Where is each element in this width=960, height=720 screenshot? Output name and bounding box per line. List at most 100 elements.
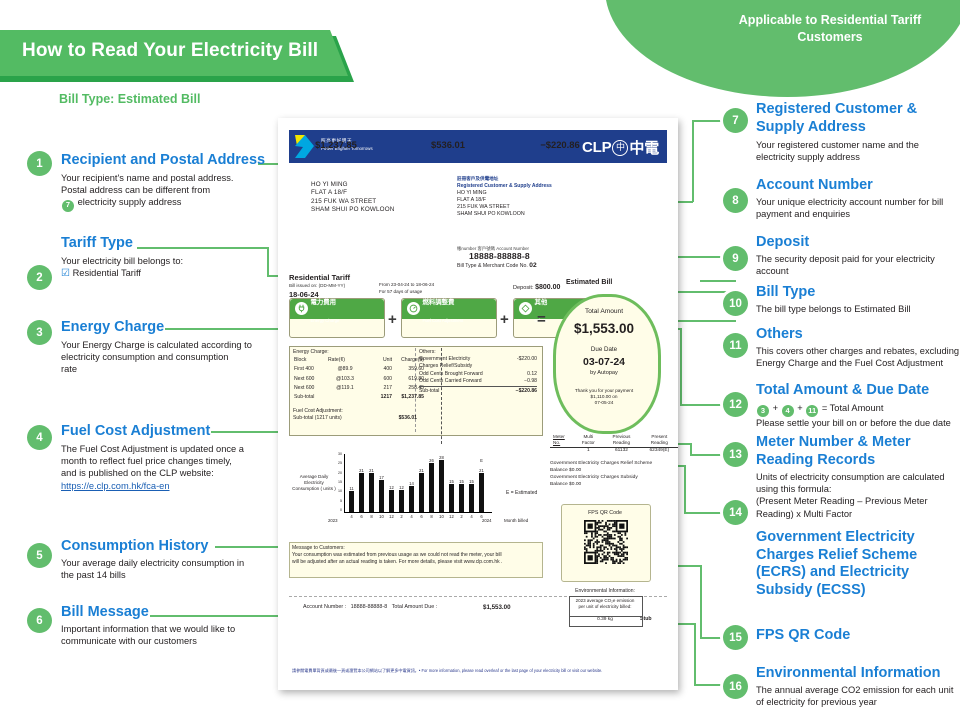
leader-5-h <box>215 546 301 548</box>
fca-label: Sub-total (1217 units) <box>293 415 342 422</box>
leader-9-h <box>700 280 736 282</box>
chart-x-tick: 4 <box>410 514 413 519</box>
chart-x-tick: 4 <box>350 514 353 519</box>
chart-x-tick: 10 <box>379 514 384 519</box>
leader-10-h <box>640 291 737 293</box>
chart-dashed-marker <box>441 348 442 444</box>
chart-bar-value: 21 <box>369 467 374 473</box>
callout-badge-12[interactable]: 12 <box>723 392 748 417</box>
chart-y-axis-label: Average Daily Electricity Consumption ( … <box>292 474 336 492</box>
chart-y-tick: 10 <box>338 489 342 494</box>
table-header-row: Meter No. Multi Factor Previous Reading … <box>550 434 678 448</box>
account-number-label: 帳number 客戶號碼 Account Number <box>457 246 529 251</box>
callout-badge-3[interactable]: 3 <box>27 320 52 345</box>
fuel-cost-caption: 燃料調整費 Fuel Cost Adjustment <box>401 298 496 323</box>
postal-address: HO YI MING FLAT A 18/F 215 FUK WA STREET… <box>311 181 394 215</box>
stub-divider <box>289 596 667 597</box>
message-to-customers-box <box>289 542 543 578</box>
checkbox-icon: ☑ <box>61 268 70 280</box>
energy-charge-en: Energy Charge <box>310 317 340 323</box>
chart-bar-value: 15 <box>449 479 454 484</box>
fca-link[interactable]: https://e.clp.com.hk/fca-en <box>61 480 170 491</box>
chart-bar <box>469 484 474 512</box>
deposit-value: $800.00 <box>535 284 561 291</box>
callout-badge-8[interactable]: 8 <box>723 188 748 213</box>
energy-charge-amount: $1,237.85 <box>315 139 357 150</box>
col-previous-reading: Previous Reading <box>602 434 641 448</box>
callout-badge-4[interactable]: 4 <box>27 425 52 450</box>
payment-method: by Autopay <box>590 370 618 376</box>
callout-badge-2[interactable]: 2 <box>27 265 52 290</box>
leader-9-v <box>700 280 702 281</box>
operator-equals: = <box>537 311 546 328</box>
registered-title-cn: 註冊客戶及供電地址 <box>457 176 499 181</box>
total-amount-oval <box>553 294 661 434</box>
chart-x-axis-label: Month billed <box>504 518 529 523</box>
chart-bar-value: 12 <box>389 484 394 490</box>
total-amount-label: Total Amount <box>584 308 624 315</box>
callout-body-13: Units of electricity consumption are cal… <box>756 472 945 519</box>
callout-badge-16[interactable]: 16 <box>723 674 748 699</box>
leader-14-v <box>684 465 686 513</box>
col-present-reading: Present Reading <box>640 434 678 448</box>
table-subtotal-row: Sub-total −$220.86 <box>419 386 537 395</box>
callout-badge-1[interactable]: 1 <box>27 151 52 176</box>
chart-bar <box>439 459 444 512</box>
callout-badge-15[interactable]: 15 <box>723 625 748 650</box>
table-row: Next 600 @119.1 217 258.45 <box>294 384 424 391</box>
chart-x-tick: 6 <box>360 514 363 519</box>
chart-x-tick: 8 <box>370 514 373 519</box>
callout-badge-14[interactable]: 14 <box>723 500 748 525</box>
callout-title-4: Fuel Cost Adjustment <box>61 423 211 439</box>
callout-badge-7[interactable]: 7 <box>723 108 748 133</box>
payment-thanks: Thank you for your payment $1,110.00 on … <box>574 388 634 406</box>
due-date-label: Due Date <box>590 346 618 353</box>
meter-table: Meter No. Multi Factor Previous Reading … <box>550 434 678 454</box>
billing-period-days: For 57 days of usage <box>379 289 423 294</box>
ecss-title: Government Electricity Charges Subsidy <box>550 475 638 480</box>
callout-badge-10[interactable]: 10 <box>723 291 748 316</box>
stub-total-label: Total Amount Due : <box>391 604 438 610</box>
chart-bar-value: 21 <box>479 467 484 473</box>
inline-badge-7: 7 <box>62 199 74 212</box>
chart-bar <box>349 491 354 512</box>
callout-badge-5[interactable]: 5 <box>27 543 52 568</box>
chart-bar-value: 21 <box>359 467 364 473</box>
bill-footer-en: For more information, please read overle… <box>421 668 603 673</box>
callout-body-7: Your registered customer name and the el… <box>756 140 919 163</box>
fca-subtotal-row: Sub-total (1217 units) $536.01 <box>293 415 417 422</box>
callout-title-13: Meter Number & Meter Reading Records <box>756 434 911 468</box>
leader-8-h <box>648 256 736 258</box>
callout-badge-9[interactable]: 9 <box>723 246 748 271</box>
chart-estimated-flag: E <box>480 458 483 463</box>
table-row: First 400 @89.9 400 359.60 <box>294 366 424 373</box>
stub-account-number: 18888-88888-8 <box>350 604 388 610</box>
callout-badge-6[interactable]: 6 <box>27 608 52 633</box>
table-subtotal-row: Sub-total 1217 $1,237.85 <box>294 394 424 401</box>
callout-badge-11[interactable]: 11 <box>723 333 748 358</box>
clp-brand-logo: CLP 中 中電 <box>582 137 659 158</box>
chart-x-axis <box>344 512 492 513</box>
leader-13-h <box>690 454 736 456</box>
chart-x-tick: 2 <box>460 514 463 519</box>
chart-bar-value: 11 <box>349 486 354 492</box>
callout-title-3: Energy Charge <box>61 319 165 335</box>
inline-badge-11: 11 <box>806 405 819 418</box>
callout-title-10: Bill Type <box>756 284 816 300</box>
fuel-cost-cn: 燃料調整費 <box>422 298 455 306</box>
table-row: Government Electricity -$220.00 <box>419 356 537 363</box>
environmental-value-box <box>569 615 643 627</box>
chart-bar <box>419 472 424 512</box>
callout-title-14: Government Electricity Charges Relief Sc… <box>756 529 918 598</box>
clp-arrow-logo-icon <box>295 135 314 158</box>
callout-body-10: The bill type belongs to Estimated Bill <box>756 304 911 314</box>
page-title-banner: How to Read Your Electricity Bill <box>0 30 368 82</box>
callout-badge-13[interactable]: 13 <box>723 442 748 467</box>
energy-charge-caption: 電力費用 Energy Charge <box>289 298 384 323</box>
chart-y-tick: 5 <box>340 498 342 503</box>
leader-12-v <box>680 328 682 405</box>
billing-period-from-to: From 23-04-24 to 18-06-24 <box>379 282 435 287</box>
chart-bar-value: 26 <box>429 458 434 464</box>
chart-bar <box>389 489 394 512</box>
charge-detail-panel <box>289 346 543 436</box>
